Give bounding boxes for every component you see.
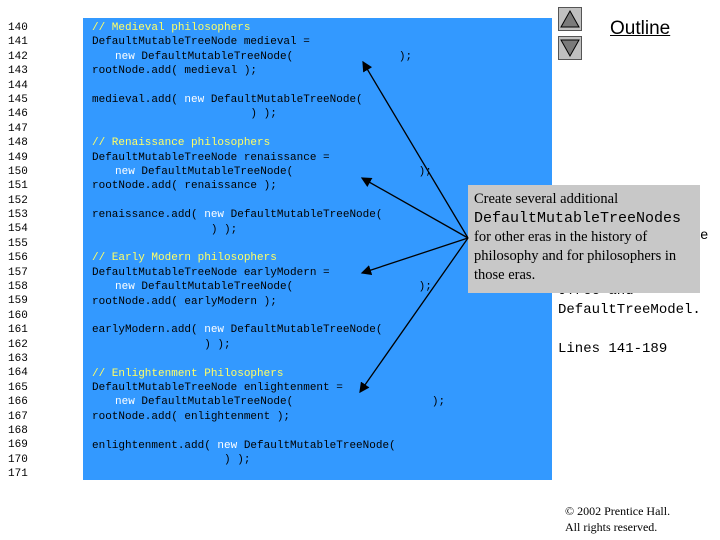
line-number: 171 <box>8 468 28 481</box>
copyright-line-2: All rights reserved. <box>565 520 658 534</box>
line-number: 163 <box>8 352 28 365</box>
callout-box: Create several additional DefaultMutable… <box>468 185 700 293</box>
arrow-to-renaissance <box>360 177 469 239</box>
copyright-notice: © 2002 Prentice Hall. All rights reserve… <box>565 503 670 535</box>
code-text: medieval.add( <box>92 94 185 106</box>
line-number: 165 <box>8 381 28 394</box>
line-number: 169 <box>8 439 28 452</box>
keyword-new: new <box>184 94 205 106</box>
code-text: DefaultMutableTreeNode( <box>237 439 396 452</box>
code-line-166: new DefaultMutableTreeNode( ); <box>115 395 445 409</box>
side-text-line2: DefaultTreeModel. <box>558 302 701 318</box>
line-number: 168 <box>8 424 28 437</box>
code-line-150: new DefaultMutableTreeNode( ); <box>115 165 432 179</box>
code-line-156: // Early Modern philosophers <box>92 252 277 265</box>
code-line-145: medieval.add( new DefaultMutableTreeNode… <box>92 93 363 107</box>
line-number: 152 <box>8 194 28 207</box>
line-number: 170 <box>8 453 28 466</box>
copyright-line-1: © 2002 Prentice Hall. <box>565 504 671 518</box>
keyword-new: new <box>115 396 135 409</box>
code-line-159: rootNode.add( earlyModern ); <box>92 295 277 308</box>
outline-label: Outline <box>610 18 671 39</box>
previous-slide-button[interactable] <box>558 7 582 31</box>
callout-text-1: Create several additional <box>474 191 619 207</box>
line-number: 149 <box>8 151 28 164</box>
code-line-154: ) ); <box>92 223 238 236</box>
code-line-143: rootNode.add( medieval ); <box>92 65 258 78</box>
code-text: renaissance.add( <box>92 209 205 222</box>
line-number: 161 <box>8 324 28 337</box>
triangle-up-icon <box>560 9 580 28</box>
line-number: 156 <box>8 252 28 265</box>
line-number: 167 <box>8 410 28 423</box>
code-text: DefaultMutableTreeNode( ); <box>134 166 432 178</box>
next-slide-button[interactable] <box>558 36 582 60</box>
code-line-140: // Medieval philosophers <box>92 22 251 34</box>
line-number: 144 <box>8 79 28 92</box>
line-number: 160 <box>8 309 28 322</box>
line-number: 143 <box>8 65 28 78</box>
callout-text-2: for other eras in the history of philoso… <box>474 229 677 283</box>
keyword-new: new <box>115 50 135 63</box>
line-number: 158 <box>8 281 28 294</box>
line-number: 157 <box>8 266 28 279</box>
keyword-new: new <box>115 281 135 294</box>
code-line-161: earlyModern.add( new DefaultMutableTreeN… <box>92 323 382 337</box>
line-number: 151 <box>8 180 28 193</box>
code-line-141: DefaultMutableTreeNode medieval = <box>92 36 310 49</box>
arrow-to-medieval <box>362 60 469 239</box>
code-line-169: enlightenment.add( new DefaultMutableTre… <box>92 439 396 453</box>
line-number: 159 <box>8 295 28 308</box>
line-number: 155 <box>8 237 28 250</box>
arrow-to-early-modern <box>360 237 469 276</box>
line-number: 146 <box>8 108 28 121</box>
keyword-new: new <box>204 209 225 222</box>
code-text: DefaultMutableTreeNode( ); <box>134 396 446 409</box>
callout-class-name: DefaultMutableTreeNodes <box>474 210 682 227</box>
code-text: enlightenment.add( <box>92 439 218 452</box>
line-number: 154 <box>8 223 28 236</box>
line-number: 142 <box>8 50 28 63</box>
lines-reference: Lines 141-189 <box>558 341 668 357</box>
side-text-fragment: e <box>700 228 709 244</box>
line-number: 140 <box>8 22 28 34</box>
code-line-164: // Enlightenment Philosophers <box>92 367 284 380</box>
code-line-151: rootNode.add( renaissance ); <box>92 180 277 193</box>
code-text: DefaultMutableTreeNode( ); <box>134 50 413 63</box>
keyword-new: new <box>115 166 135 178</box>
code-line-148: // Renaissance philosophers <box>92 137 271 150</box>
code-line-158: new DefaultMutableTreeNode( ); <box>115 280 432 294</box>
code-line-146: ) ); <box>92 108 277 121</box>
code-text: DefaultMutableTreeNode( <box>224 209 383 222</box>
line-number: 164 <box>8 367 28 380</box>
line-number: 162 <box>8 338 28 351</box>
line-number: 153 <box>8 209 28 222</box>
line-number: 148 <box>8 137 28 150</box>
code-text: DefaultMutableTreeNode( <box>224 324 383 337</box>
line-number: 150 <box>8 165 28 178</box>
line-number: 166 <box>8 396 28 409</box>
code-line-162: ) ); <box>92 338 231 351</box>
line-number: 145 <box>8 93 28 106</box>
code-line-142: new DefaultMutableTreeNode( ); <box>115 50 412 64</box>
arrow-to-enlightenment <box>359 237 469 394</box>
code-line-157: DefaultMutableTreeNode earlyModern = <box>92 266 330 279</box>
code-line-165: DefaultMutableTreeNode enlightenment = <box>92 382 343 394</box>
code-line-149: DefaultMutableTreeNode renaissance = <box>92 151 330 164</box>
code-text: DefaultMutableTreeNode( ); <box>134 281 432 294</box>
keyword-new: new <box>204 324 225 337</box>
code-text: earlyModern.add( <box>92 324 205 337</box>
line-number: 141 <box>8 36 28 49</box>
triangle-down-icon <box>560 39 580 58</box>
code-line-167: rootNode.add( enlightenment ); <box>92 410 291 423</box>
code-text: DefaultMutableTreeNode( <box>204 94 363 106</box>
line-number: 147 <box>8 122 28 135</box>
code-line-153: renaissance.add( new DefaultMutableTreeN… <box>92 208 382 222</box>
code-line-170: ) ); <box>92 454 251 466</box>
keyword-new: new <box>217 439 238 452</box>
